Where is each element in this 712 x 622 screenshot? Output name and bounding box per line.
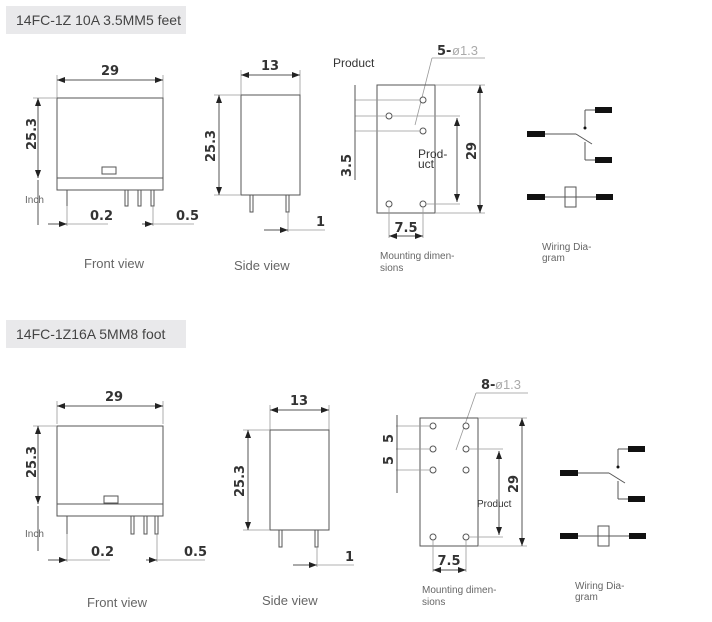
length-dim: 29 (507, 475, 522, 493)
mounting-dimensions-1: Product 5- ø1.3 3.5 29 Prod- uct 7.5 Mou… (333, 43, 485, 274)
front-width: 29 (105, 390, 123, 405)
inch-label: Inch (25, 529, 44, 540)
pitch-dim: 3.5 (340, 154, 355, 177)
pitch-dim-1: 5 (382, 434, 397, 443)
inch-label: Inch (25, 195, 44, 206)
side-width: 13 (261, 59, 279, 74)
product-mid-label: Prod- (418, 147, 447, 161)
wiring-caption: Wiring Dia- (575, 581, 624, 592)
hole-spec: ø1.3 (495, 377, 521, 392)
front-view-2: 29 25.3 Inch 0.2 0.5 Front view (25, 390, 207, 610)
side-view-caption: Side view (262, 593, 318, 608)
side-view-2: 13 25.3 1 Side view (233, 394, 354, 608)
side-view-caption: Side view (234, 258, 290, 273)
wiring-diagram-1: Wiring Dia- gram (527, 107, 613, 264)
product-mid-label-2: uct (418, 157, 435, 171)
hole-spec: ø1.3 (452, 43, 478, 58)
front-right-dim: 0.5 (184, 545, 207, 560)
product-label: Product (333, 56, 375, 70)
hole-count: 5- (437, 44, 451, 59)
side-pin-dim: 1 (345, 550, 354, 565)
side-height: 25.3 (204, 130, 219, 162)
front-right-dim: 0.5 (176, 209, 199, 224)
wiring-diagram-2: Wiring Dia- gram (560, 446, 646, 603)
mounting-dimensions-2: 8- ø1.3 5 5 29 Product 7.5 Mounting dime… (382, 377, 528, 608)
front-height: 25.3 (25, 118, 40, 150)
side-width: 13 (290, 394, 308, 409)
front-height: 25.3 (25, 446, 40, 478)
pitch-dim-2: 5 (382, 456, 397, 465)
front-width: 29 (101, 64, 119, 79)
spacing-dim: 7.5 (437, 554, 460, 569)
wiring-caption-2: gram (575, 592, 598, 603)
section-1-title: 14FC-1Z 10A 3.5MM5 feet (6, 6, 186, 34)
front-left-dim: 0.2 (91, 545, 114, 560)
spacing-dim: 7.5 (394, 221, 417, 236)
front-view-caption: Front view (87, 595, 148, 610)
side-height: 25.3 (233, 465, 248, 497)
front-view-caption: Front view (84, 256, 145, 271)
length-dim: 29 (465, 142, 480, 160)
mounting-caption: Mounting dimen- (422, 585, 496, 596)
side-view-1: 13 25.3 1 Side view (204, 59, 325, 273)
hole-count: 8- (481, 378, 495, 393)
front-view-1: 29 25.3 Inch 0.2 0.5 Front view (25, 64, 199, 271)
side-pin-dim: 1 (316, 215, 325, 230)
section-2-title: 14FC-1Z16A 5MM8 foot (6, 320, 186, 348)
wiring-caption-2: gram (542, 253, 565, 264)
product-mid-label: Product (477, 499, 512, 510)
mounting-caption-2: sions (422, 597, 445, 608)
wiring-caption: Wiring Dia- (542, 242, 591, 253)
mounting-caption-2: sions (380, 263, 403, 274)
mounting-caption: Mounting dimen- (380, 251, 454, 262)
front-left-dim: 0.2 (90, 209, 113, 224)
